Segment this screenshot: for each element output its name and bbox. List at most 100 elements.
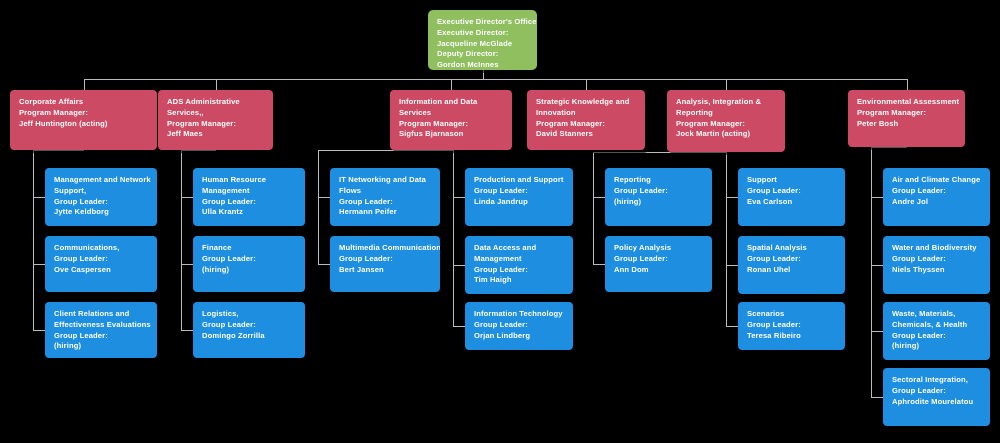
executive-directors-office-line-3: Jacqueline McGlade: [437, 38, 513, 48]
data-access-and-management-line-3: Group Leader:: [474, 264, 528, 274]
group-spine-head-analysis-integration-and-reporting-605: [593, 152, 726, 153]
human-resource-management-line-3: Group Leader:: [202, 196, 256, 206]
programme-stem-ads-administrative-services: [216, 79, 217, 90]
group-spine-analysis-integration-and-reporting-738: [726, 152, 727, 326]
information-technology-line-2: Group Leader:: [474, 319, 528, 329]
spatial-analysis-line-3: Ronan Uhel: [747, 264, 791, 274]
executive-directors-office-line-2: Executive Director:: [437, 27, 509, 37]
waste-materials-chemicals-and-health-line-2: Chemicals, & Health: [892, 319, 968, 329]
group-stub-human-resource-management: [181, 197, 193, 198]
water-and-biodiversity-line-1: Water and Biodiversity: [892, 243, 977, 252]
finance-line-3: (hiring): [202, 264, 230, 274]
reporting-line-2: Group Leader:: [614, 185, 668, 195]
group-spine-head-information-and-data-services-465: [451, 150, 453, 151]
corporate-affairs-line-1: Corporate Affairs: [19, 97, 84, 106]
reporting-line-3: (hiring): [614, 196, 642, 206]
group-spine-ads-administrative-services-193: [181, 150, 182, 330]
support-line-2: Group Leader:: [747, 185, 801, 195]
executive-directors-office-line-1: Executive Director's Office: [437, 17, 537, 26]
group-stub-management-and-network-support: [33, 197, 45, 198]
programme-bus: [84, 79, 907, 80]
information-and-data-services-line-1: Information and Data: [399, 97, 478, 106]
group-spine-head-ads-administrative-services-193: [181, 150, 216, 151]
group-spine-information-and-data-services-330: [318, 150, 319, 264]
programme-stem-information-and-data-services: [451, 79, 452, 90]
data-access-and-management-line-4: Tim Haigh: [474, 275, 512, 285]
sectoral-integration[interactable]: Sectoral Integration,Group Leader:Aphrod…: [883, 368, 990, 426]
management-and-network-support-line-1: Management and Network: [54, 175, 151, 184]
air-and-climate-change-line-2: Group Leader:: [892, 185, 946, 195]
group-stub-finance: [181, 264, 193, 265]
strategic-knowledge-and-innovation-line-1: Strategic Knowledge and: [536, 97, 630, 106]
group-spine-head-environmental-assessment-883: [871, 147, 907, 148]
it-networking-and-data-flows-line-2: Flows: [339, 185, 362, 195]
group-stub-sectoral-integration: [871, 397, 883, 398]
information-technology-line-3: Orjan Lindberg: [474, 330, 531, 340]
logistics[interactable]: Logistics,Group Leader:Domingo Zorrilla: [193, 302, 305, 358]
group-stub-logistics: [181, 330, 193, 331]
management-and-network-support-line-4: Jytte Keldborg: [54, 207, 109, 217]
support-line-1: Support: [747, 175, 777, 184]
human-resource-management-line-1: Human Resource: [202, 175, 267, 184]
corporate-affairs-line-2: Program Manager:: [19, 107, 89, 117]
ads-administrative-services-line-1: ADS Administrative: [167, 97, 240, 106]
sectoral-integration-line-2: Group Leader:: [892, 385, 946, 395]
client-relations-and-effectiveness-evaluations-line-4: (hiring): [54, 341, 82, 351]
group-stub-waste-materials-chemicals-and-health: [871, 331, 883, 332]
strategic-knowledge-and-innovation-line-2: Innovation: [536, 107, 576, 117]
finance-line-2: Group Leader:: [202, 253, 256, 263]
corporate-affairs-line-3: Jeff Huntington (acting): [19, 118, 108, 128]
environmental-assessment-line-3: Peter Bosh: [857, 118, 899, 128]
client-relations-and-effectiveness-evaluations-line-3: Group Leader:: [54, 330, 108, 340]
client-relations-and-effectiveness-evaluations-line-1: Client Relations and: [54, 309, 130, 318]
sectoral-integration-line-3: Aphrodite Mourelatou: [892, 396, 974, 406]
programme-stem-analysis-integration-and-reporting: [726, 79, 727, 90]
group-stub-production-and-support: [453, 197, 465, 198]
reporting-line-1: Reporting: [614, 175, 651, 184]
executive-directors-office-line-4: Deputy Director:: [437, 49, 499, 59]
ads-administrative-services-line-4: Jeff Maes: [167, 129, 203, 139]
multimedia-communications-line-1: Multimedia Communications: [339, 243, 440, 252]
information-and-data-services-line-3: Program Manager:: [399, 118, 469, 128]
group-stub-multimedia-communications: [318, 264, 330, 265]
group-stub-data-access-and-management: [453, 265, 465, 266]
strategic-knowledge-and-innovation-line-3: Program Manager:: [536, 118, 606, 128]
group-stub-support: [726, 197, 738, 198]
group-stub-reporting: [593, 197, 605, 198]
policy-analysis-line-3: Ann Dom: [614, 264, 649, 274]
water-and-biodiversity-line-3: Niels Thyssen: [892, 264, 945, 274]
multimedia-communications-line-2: Group Leader:: [339, 253, 393, 263]
human-resource-management-line-2: Management: [202, 185, 250, 195]
information-and-data-services-line-4: Sigfus Bjarnason: [399, 129, 464, 139]
information-technology-line-1: Information Technology: [474, 309, 563, 318]
production-and-support-line-3: Linda Jandrup: [474, 196, 528, 206]
air-and-climate-change-line-3: Andre Jol: [892, 196, 929, 206]
group-spine-information-and-data-services-465: [453, 150, 454, 326]
communications[interactable]: Communications,Group Leader:Ove Casperse…: [45, 236, 157, 292]
